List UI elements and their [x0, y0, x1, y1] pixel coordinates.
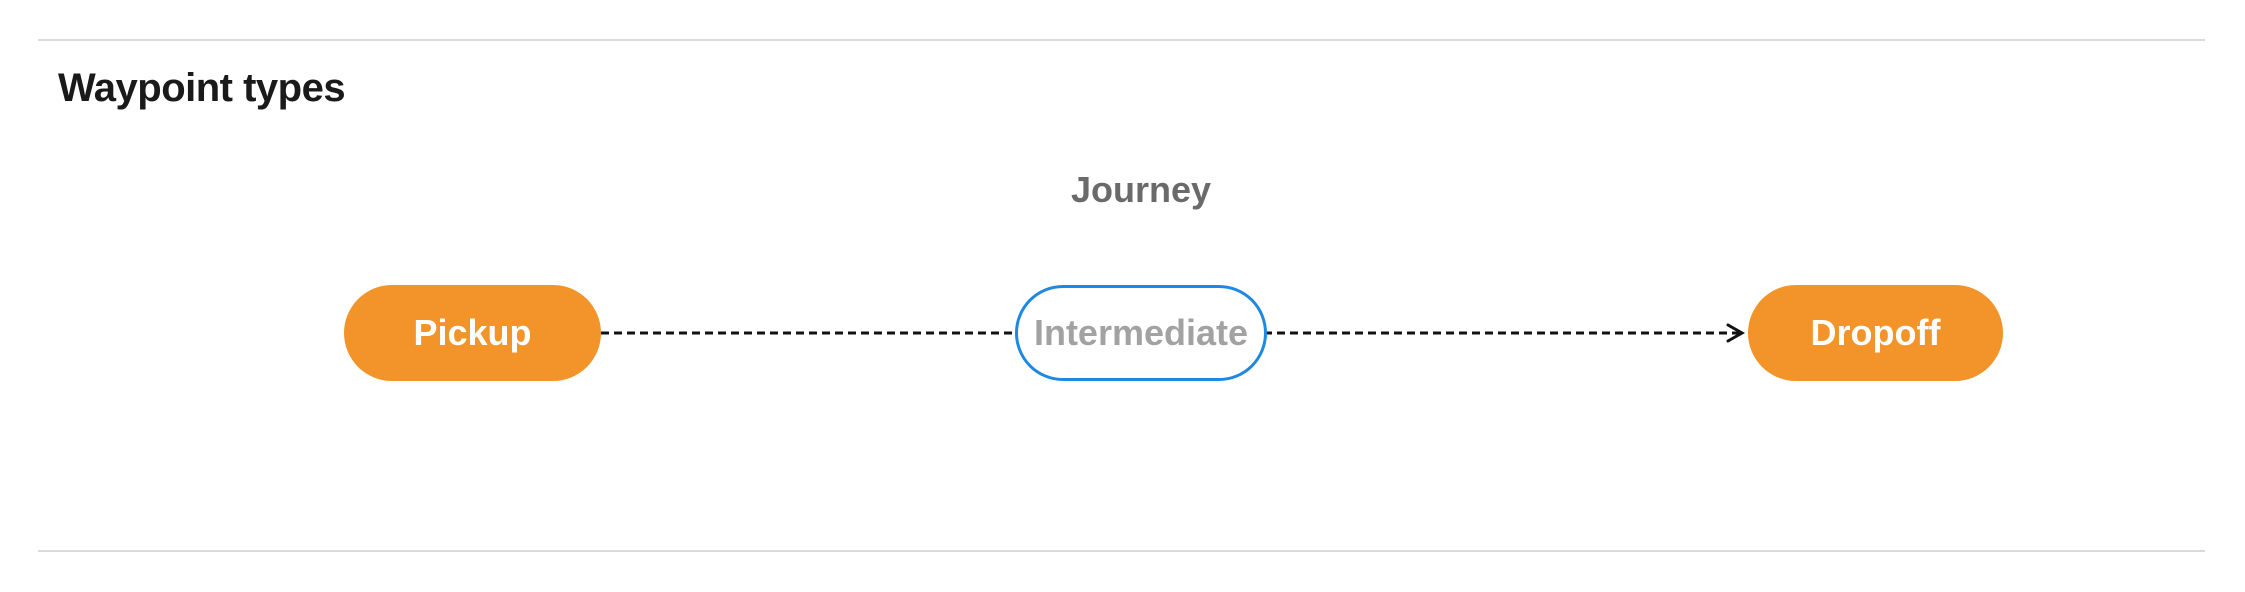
node-dropoff-label: Dropoff: [1810, 312, 1941, 353]
node-intermediate: Intermediate: [1015, 285, 1267, 381]
node-intermediate-label: Intermediate: [1033, 312, 1249, 353]
bottom-divider: [38, 550, 2205, 552]
node-dropoff: Dropoff: [1748, 285, 2003, 381]
node-pickup-label: Pickup: [413, 312, 532, 353]
top-divider: [38, 39, 2205, 41]
section-title: Waypoint types: [58, 66, 346, 110]
node-pickup: Pickup: [344, 285, 601, 381]
journey-diagram-title: Journey: [1070, 169, 1212, 210]
